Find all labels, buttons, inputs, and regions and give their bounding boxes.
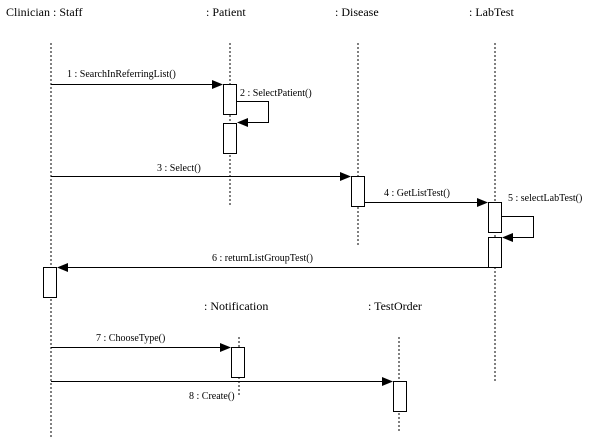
message-3-label: 3 : Select() bbox=[157, 163, 201, 174]
message-8: 8 : Create() bbox=[51, 377, 393, 402]
message-2-line bbox=[236, 101, 269, 123]
activation-notification bbox=[231, 347, 245, 378]
message-1-label: 1 : SearchInReferringList() bbox=[67, 69, 176, 80]
object-label-patient: : Patient bbox=[206, 5, 246, 19]
activation-labtest-1 bbox=[488, 202, 502, 233]
object-label-testorder: : TestOrder bbox=[368, 299, 422, 313]
message-4-label: 4 : GetListTest() bbox=[384, 188, 450, 199]
activation-disease bbox=[351, 176, 365, 207]
activation-testorder bbox=[393, 381, 407, 412]
activation-patient-2 bbox=[223, 123, 237, 154]
activation-labtest-2 bbox=[488, 237, 502, 268]
object-label-labtest: : LabTest bbox=[469, 5, 514, 19]
message-6-arrowhead bbox=[57, 263, 68, 272]
activation-staff bbox=[43, 267, 57, 298]
message-5-arrowhead bbox=[502, 233, 513, 242]
message-3-arrowhead bbox=[340, 172, 351, 181]
message-7: 7 : ChooseType() bbox=[51, 333, 231, 352]
message-6: 6 : returnListGroupTest() bbox=[57, 253, 488, 272]
message-4-arrowhead bbox=[477, 198, 488, 207]
message-4: 4 : GetListTest() bbox=[364, 188, 488, 207]
message-2: 2 : SelectPatient() bbox=[236, 88, 312, 127]
message-1-arrowhead bbox=[212, 80, 223, 89]
message-3: 3 : Select() bbox=[51, 163, 351, 181]
activation-patient-1 bbox=[223, 84, 237, 115]
object-label-disease: : Disease bbox=[335, 5, 379, 19]
object-label-staff: Clinician : Staff bbox=[6, 5, 82, 19]
message-5: 5 : selectLabTest() bbox=[501, 193, 582, 242]
message-7-arrowhead bbox=[220, 343, 231, 352]
message-6-label: 6 : returnListGroupTest() bbox=[212, 253, 313, 264]
message-7-label: 7 : ChooseType() bbox=[96, 333, 165, 344]
message-5-line bbox=[501, 216, 534, 238]
message-8-label: 8 : Create() bbox=[189, 391, 235, 402]
message-1: 1 : SearchInReferringList() bbox=[51, 69, 223, 89]
object-label-notification: : Notification bbox=[204, 299, 268, 313]
message-2-label: 2 : SelectPatient() bbox=[240, 88, 312, 99]
message-5-label: 5 : selectLabTest() bbox=[508, 193, 582, 204]
message-8-arrowhead bbox=[382, 377, 393, 386]
message-2-arrowhead bbox=[237, 118, 248, 127]
